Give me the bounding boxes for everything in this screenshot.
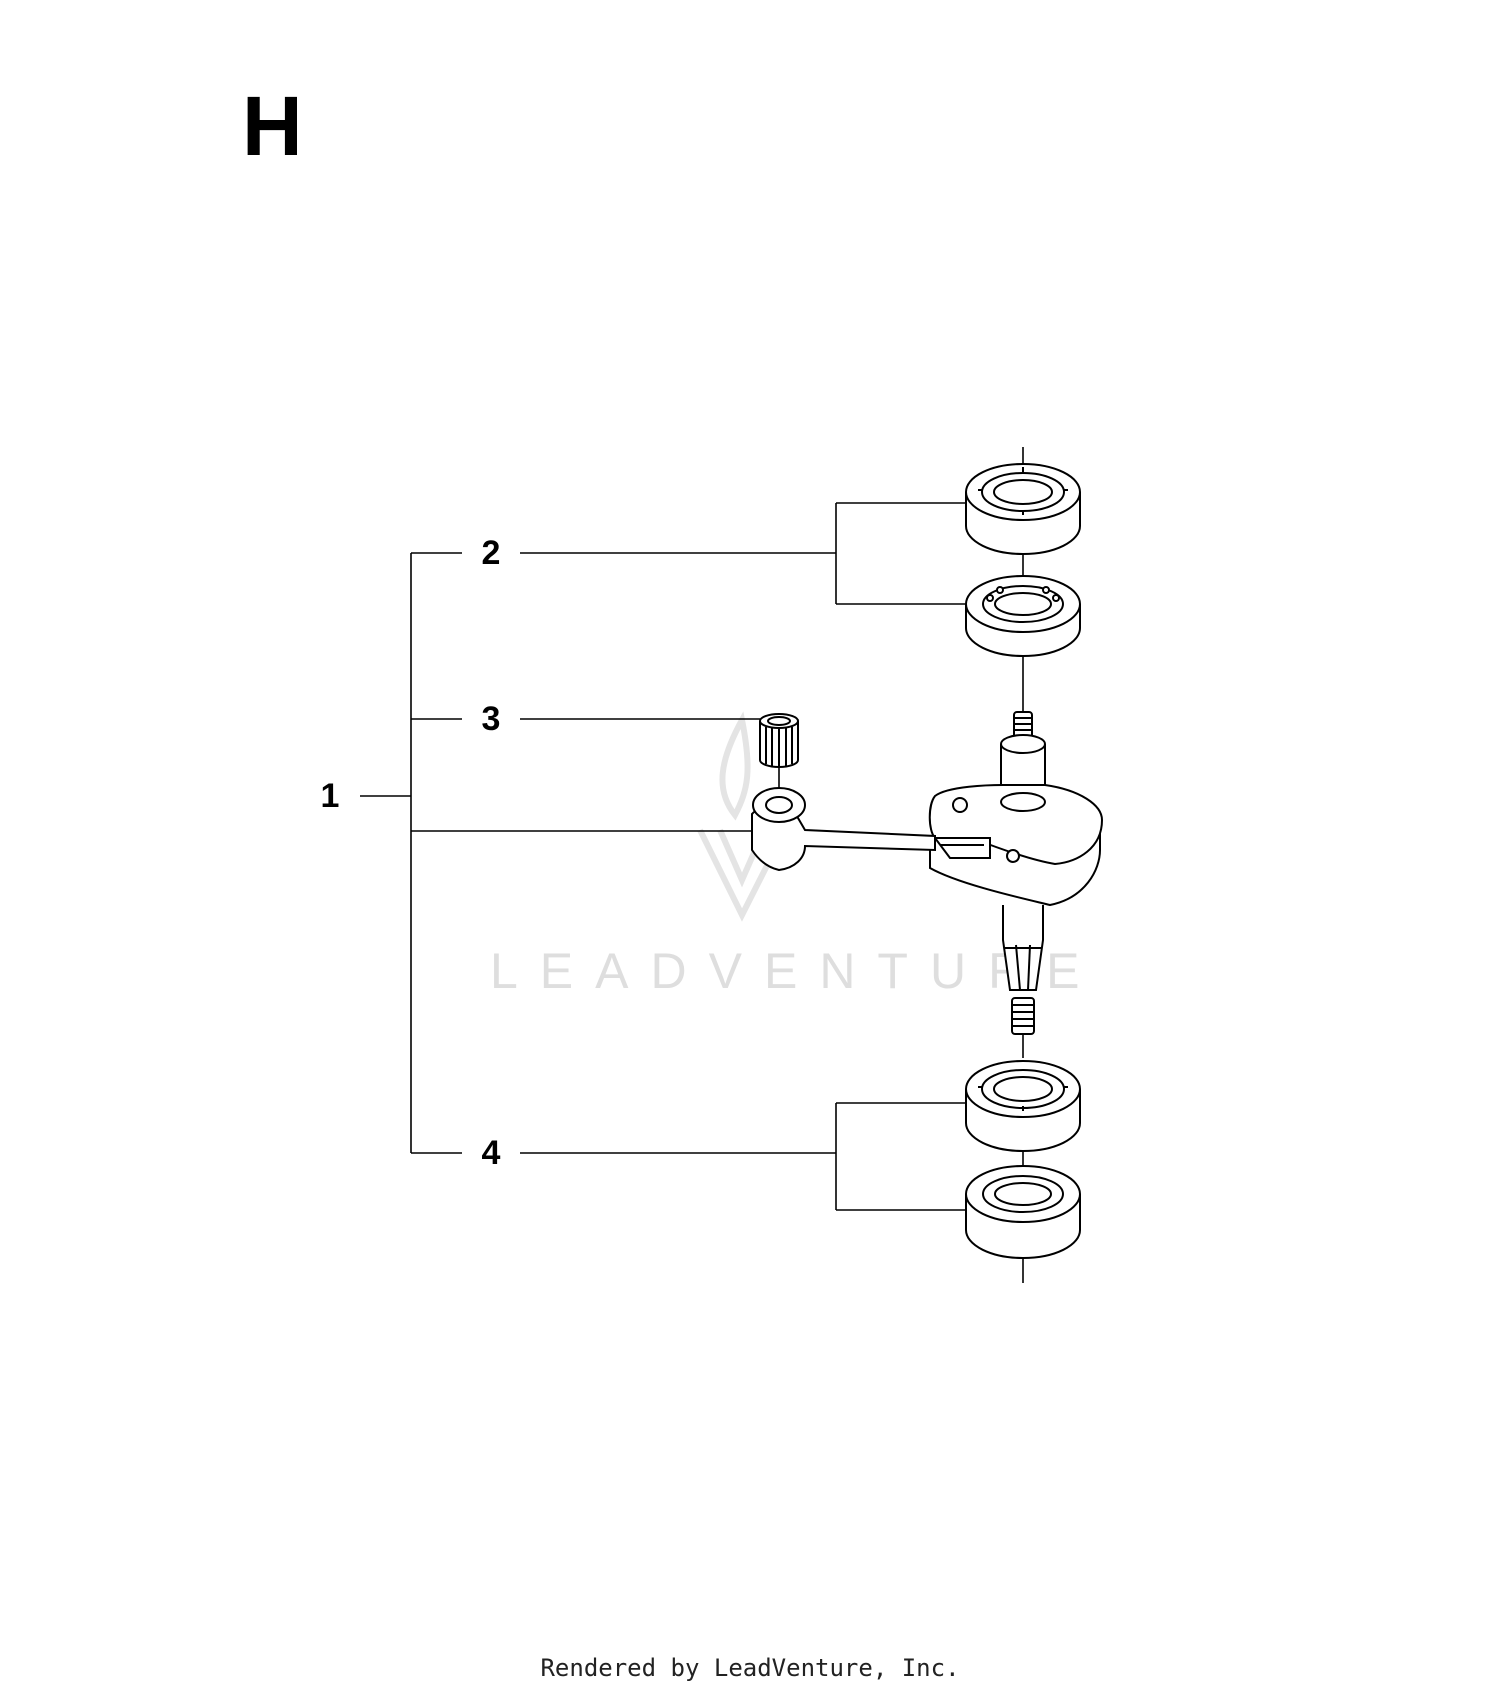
callout-2[interactable]: 2: [481, 534, 501, 572]
needle-bearing: [759, 713, 799, 768]
leader-lines: [360, 447, 1024, 1283]
lower-bearing-bottom: [965, 1165, 1081, 1259]
upper-bearing-bottom: [965, 575, 1081, 657]
callout-4[interactable]: 4: [481, 1134, 501, 1172]
upper-bearing-top: [965, 463, 1081, 555]
section-letter: H: [242, 79, 303, 173]
watermark-text: LEADVENTURE: [490, 943, 1102, 999]
callout-3[interactable]: 3: [481, 700, 501, 738]
crankshaft: [751, 711, 1104, 1035]
callout-1[interactable]: 1: [320, 777, 340, 815]
lower-bearing-top: [965, 1060, 1081, 1152]
footer-credit: Rendered by LeadVenture, Inc.: [540, 1654, 960, 1682]
